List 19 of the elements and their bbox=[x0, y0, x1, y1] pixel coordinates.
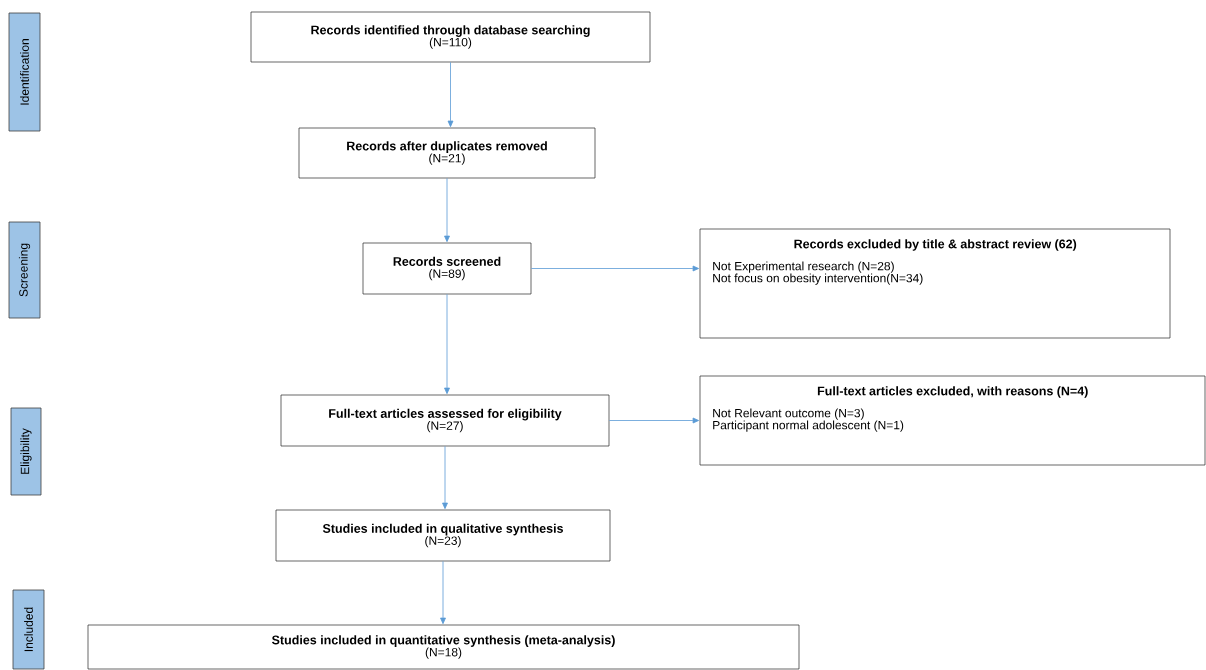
arrow bbox=[444, 177, 450, 243]
phase-label: Eligibility bbox=[10, 407, 42, 496]
phase-label: Included bbox=[12, 589, 45, 670]
phase-label: Screening bbox=[8, 221, 41, 319]
process-box: Full-text articles assessed for eligibility (N=27) bbox=[280, 394, 610, 447]
arrow bbox=[440, 560, 446, 625]
phase-label: Identification bbox=[8, 12, 41, 132]
arrow bbox=[447, 61, 454, 128]
process-box: Records identified through database searching (N=110) bbox=[250, 11, 651, 63]
exclusion-box: Full-text articles excluded, with reasons (N=4) Not Relevant outcome (N=3) Participant normal adolescent (N=1) bbox=[699, 375, 1206, 466]
process-box: Studies included in quantitative synthesis (meta-analysis) (N=18) bbox=[87, 624, 800, 670]
arrow bbox=[608, 417, 700, 424]
arrow bbox=[530, 265, 700, 272]
process-box: Records screened (N=89) bbox=[362, 242, 532, 295]
arrow bbox=[444, 293, 450, 395]
process-box: Studies included in qualitative synthesis (N=23) bbox=[275, 509, 611, 562]
exclusion-box: Records excluded by title & abstract review (62) Not Experimental research (N=28) Not focus on obesity intervention(N=34) bbox=[699, 228, 1171, 339]
arrow bbox=[442, 445, 448, 510]
process-box: Records after duplicates removed (N=21) bbox=[298, 127, 596, 179]
